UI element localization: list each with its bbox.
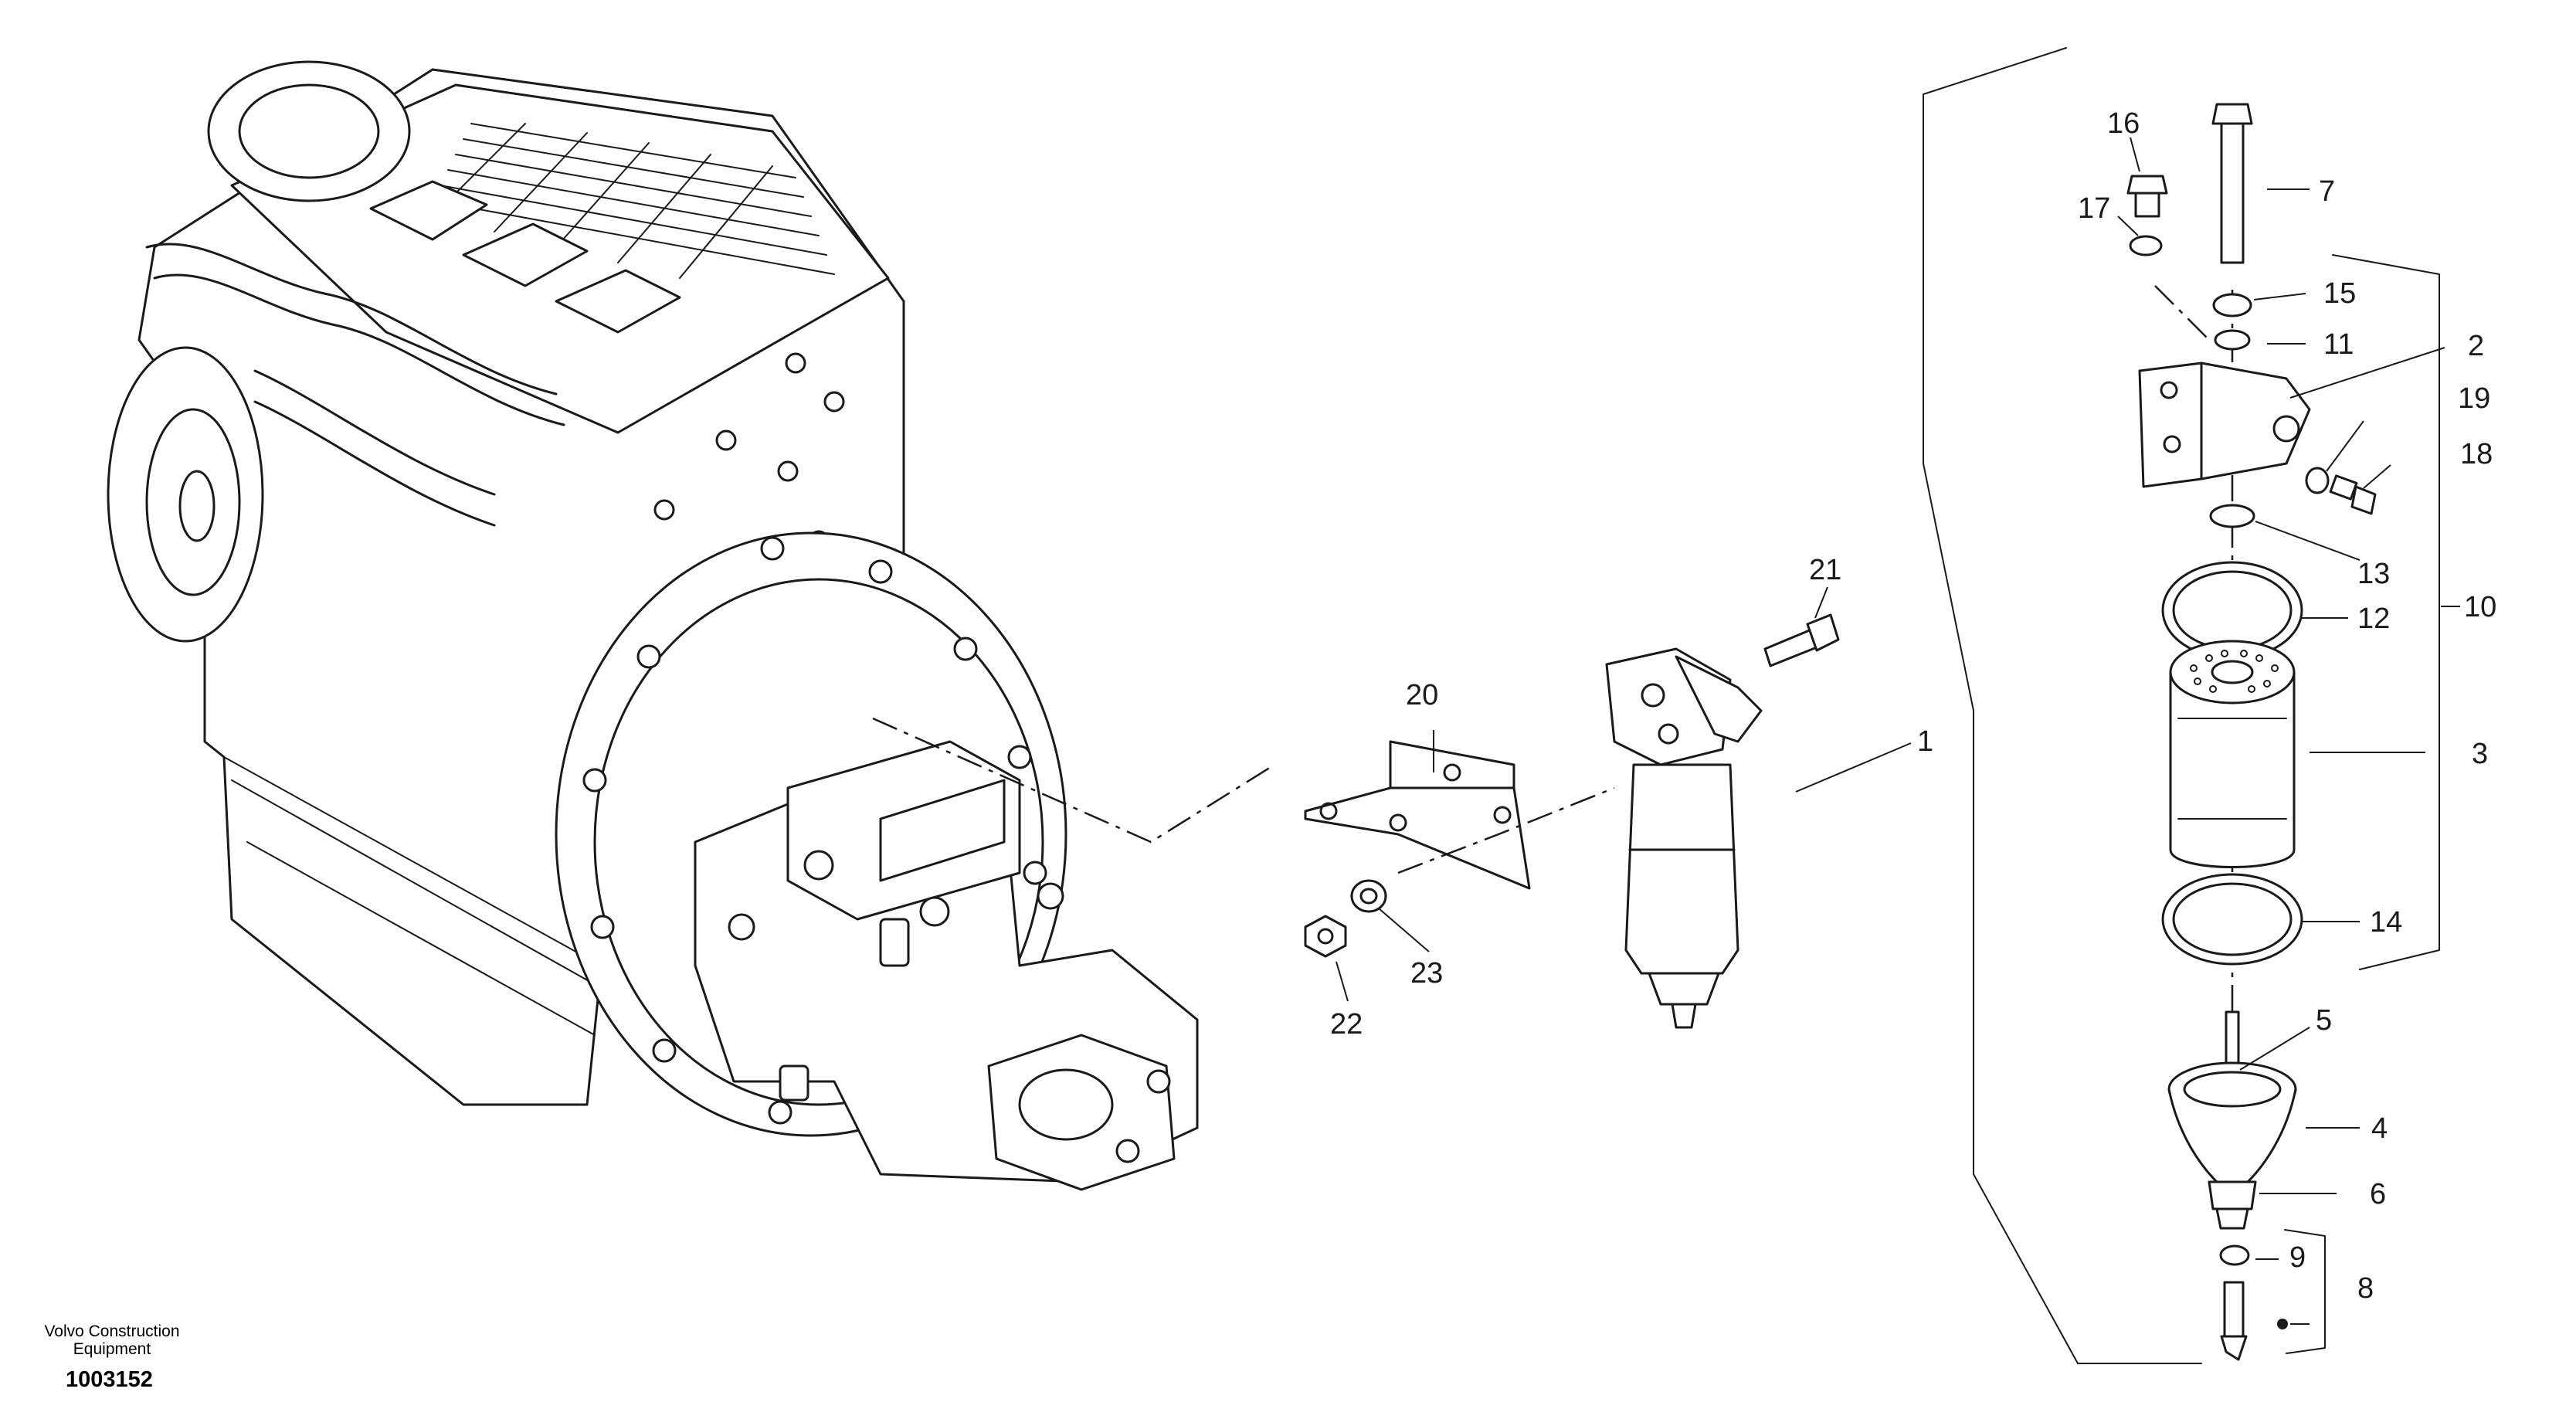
washer-part-17 — [2129, 235, 2163, 256]
group-bracket-8 — [2284, 1229, 2326, 1354]
callout-labels: 1 2 3 4 5 6 7 8 9 10 11 12 13 14 15 16 1… — [1330, 107, 2496, 1305]
nut-part-22 — [1304, 915, 1347, 958]
screw-part-8 — [2220, 1281, 2288, 1361]
seal-part-14 — [2161, 873, 2303, 966]
bracket-part-20 — [1304, 740, 1531, 890]
callout-15: 15 — [2323, 277, 2356, 310]
callout-6: 6 — [2370, 1178, 2386, 1210]
filter-element-part-3 — [2169, 640, 2296, 868]
callout-12: 12 — [2357, 603, 2390, 635]
callout-14: 14 — [2370, 906, 2402, 939]
washer-part-15 — [2212, 293, 2252, 317]
washer-part-9 — [2219, 1244, 2250, 1266]
bolt-part-7 — [2211, 103, 2253, 264]
assembly-line-bracket-filter — [1397, 786, 1615, 874]
callout-3: 3 — [2472, 738, 2488, 770]
washer-part-19 — [2305, 467, 2330, 494]
callout-17: 17 — [2078, 192, 2110, 225]
assembly-line-engine-bracket — [872, 717, 1275, 844]
callout-20: 20 — [1406, 679, 1438, 711]
callout-10: 10 — [2464, 591, 2496, 623]
bolt-part-18 — [2329, 474, 2377, 515]
bowl-part-4 — [2167, 1010, 2297, 1183]
callout-16: 16 — [2107, 107, 2140, 140]
group-bracket-1 — [1923, 47, 2202, 1364]
callout-19: 19 — [2458, 382, 2490, 415]
filter-head-part-2 — [2138, 362, 2311, 488]
callout-2: 2 — [2468, 330, 2484, 362]
drain-plug-part-6 — [2208, 1180, 2257, 1230]
callout-13: 13 — [2357, 558, 2390, 590]
engine-assembly — [107, 60, 1199, 1191]
bolt-part-21 — [1763, 613, 1840, 667]
washer-part-23 — [1350, 879, 1387, 913]
callout-4: 4 — [2371, 1112, 2388, 1145]
callout-11: 11 — [2323, 328, 2354, 361]
callout-22: 22 — [1330, 1008, 1363, 1041]
document-number: 1003152 — [66, 1367, 153, 1392]
fuel-filter-assembly-1 — [1605, 647, 1763, 1029]
callout-21: 21 — [1809, 554, 1841, 586]
callout-7: 7 — [2319, 175, 2335, 208]
group-bracket-10 — [2332, 254, 2440, 970]
callout-23: 23 — [1410, 957, 1443, 990]
o-ring-part-13 — [2209, 504, 2255, 528]
callout-9: 9 — [2289, 1241, 2306, 1274]
plug-part-16 — [2126, 175, 2168, 218]
callout-18: 18 — [2460, 438, 2493, 470]
brand-label: Volvo Construction Equipment — [31, 1322, 193, 1358]
bolt17-centerline — [2154, 285, 2210, 341]
brand-line-1: Volvo Construction — [44, 1322, 180, 1340]
leader-lines — [1336, 137, 2460, 1325]
o-ring-part-11 — [2214, 329, 2251, 351]
callout-8: 8 — [2357, 1272, 2374, 1305]
callout-5: 5 — [2316, 1004, 2332, 1037]
callout-1: 1 — [1917, 725, 1933, 758]
brand-line-2: Equipment — [73, 1340, 151, 1358]
